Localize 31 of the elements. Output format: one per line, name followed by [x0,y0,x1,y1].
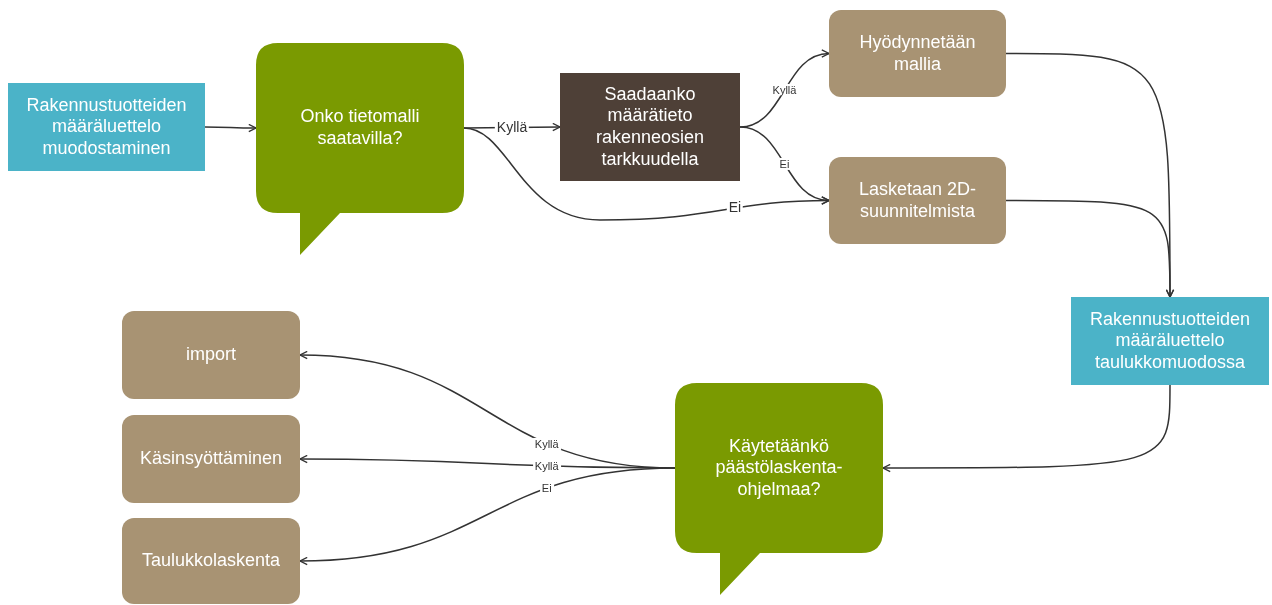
arrow [299,467,676,565]
edge-label: Kyllä [770,84,799,97]
process-box [122,518,300,604]
node-text: Taulukkolaskenta [141,550,281,572]
edge-label: Ei [777,157,792,170]
node-text: Hyödynnetään mallia [858,31,977,76]
speech-bubble [675,383,883,595]
process-box [8,83,205,171]
arrow [739,126,830,204]
speech-bubble [256,43,464,255]
edge-label: Kyllä [532,437,561,450]
node-text: Rakennustuotteiden määräluettelo taulukkomuodossa [1088,308,1252,374]
process-box [122,311,300,399]
node-text: import [186,344,236,366]
process-box [1071,297,1269,385]
process-box [829,10,1006,97]
node-text: Saadaanko määrätieto rakenneosien tarkkuudella [594,83,706,171]
process-box [829,157,1006,244]
edge-label: Kyllä [494,119,530,136]
node-text: Käytetäänkö päästölaskenta-ohjelmaa? [714,435,844,501]
node-text: Onko tietomalli saatavilla? [299,106,421,150]
edge-label: Ei [539,482,554,495]
process-box [122,415,300,503]
node-text: Lasketaan 2D-suunnitelmista [857,178,978,223]
arrow [1005,199,1175,298]
process-box [560,73,740,181]
edge-label: Kyllä [532,460,561,473]
arrow [882,384,1171,473]
node-text: Käsinsyöttäminen [139,448,283,470]
node-text: Rakennustuotteiden määräluettelo muodostaminen [25,94,188,160]
arrow [204,123,257,133]
